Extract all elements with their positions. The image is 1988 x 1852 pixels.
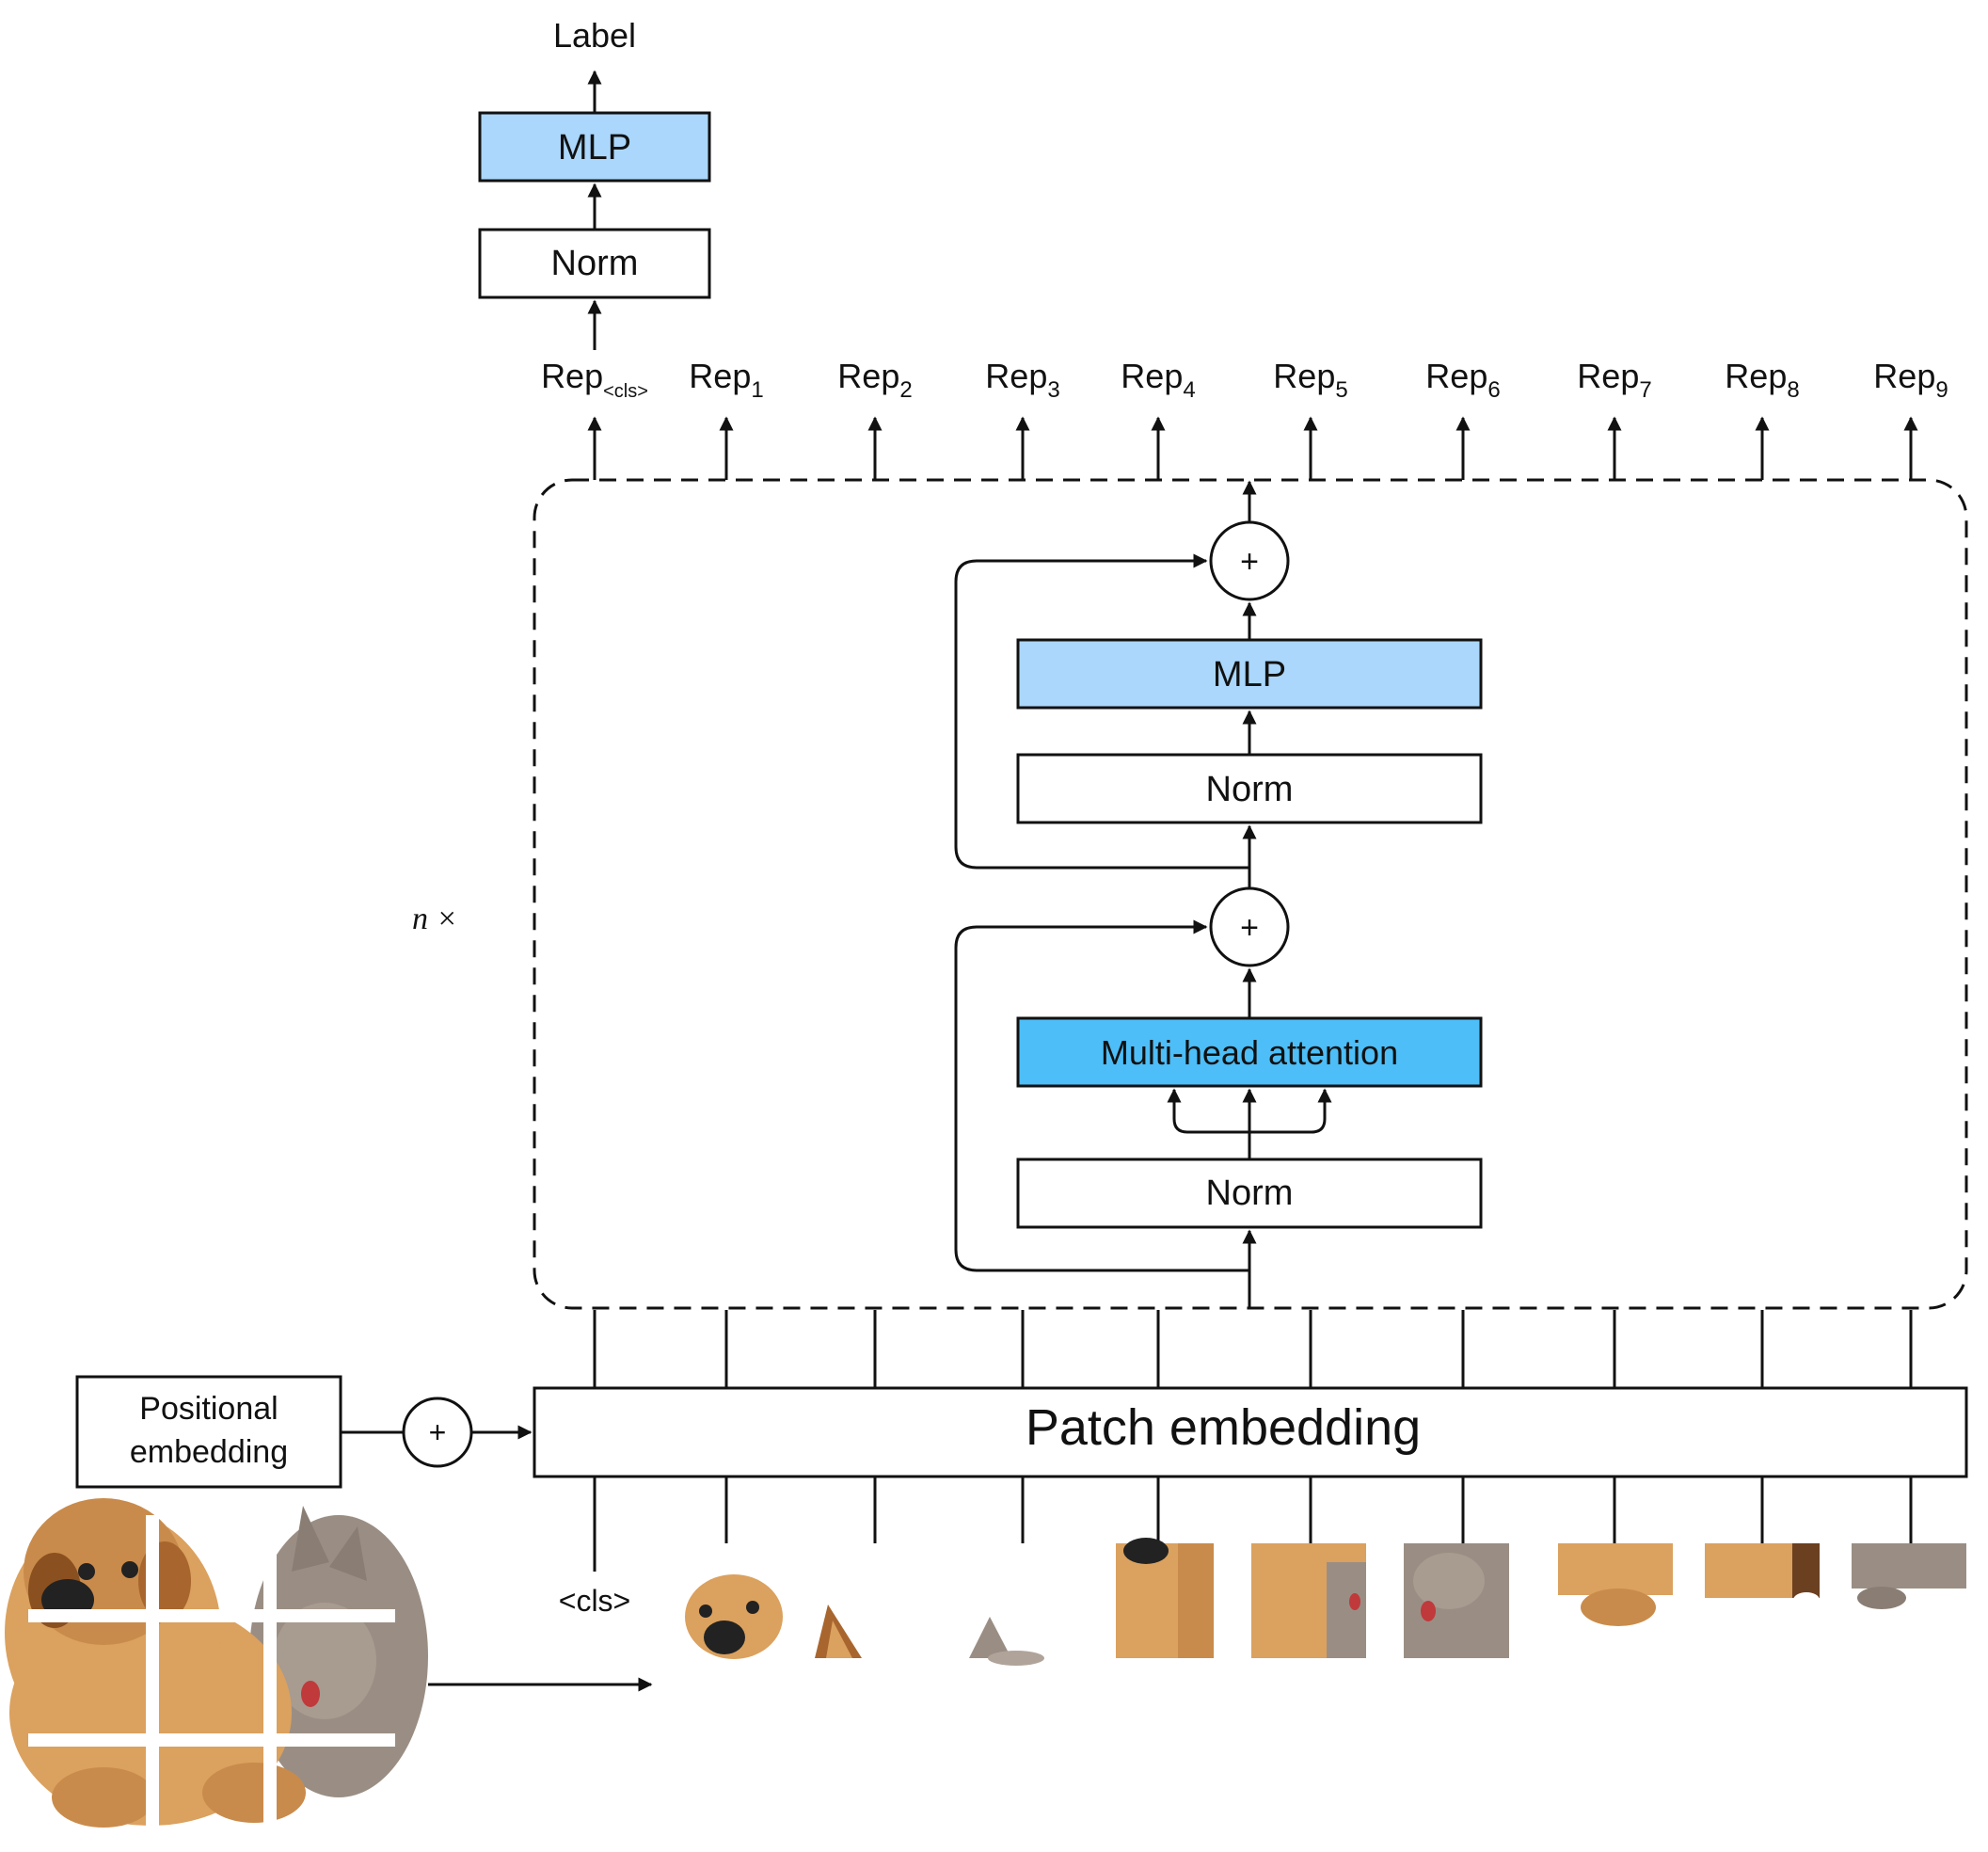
rep-label-0: Rep<cls> xyxy=(541,357,648,402)
positional-embedding-box xyxy=(75,1375,342,1489)
residual-add-bottom-plus: + xyxy=(1240,910,1259,946)
encoder-mlp-box xyxy=(1016,638,1483,710)
patch-tile-5 xyxy=(1251,1543,1366,1658)
source-image xyxy=(5,1498,428,1844)
residual-add-top-plus: + xyxy=(1240,544,1259,580)
attention-box xyxy=(1016,1016,1483,1088)
rep-label-2: Rep2 xyxy=(837,357,912,403)
patch-tile-9 xyxy=(1852,1543,1966,1609)
rep-label-8: Rep8 xyxy=(1725,357,1799,403)
attention-label: Multi-head attention xyxy=(1101,1033,1398,1072)
patch-connectors xyxy=(593,1310,1913,1572)
patch-tile-4 xyxy=(1116,1538,1214,1658)
encoder-norm-top-box xyxy=(1016,753,1483,824)
residual-add-top xyxy=(1209,520,1290,601)
rep-label-9: Rep9 xyxy=(1873,357,1948,403)
rep-labels: Rep<cls> Rep1 Rep2 Rep3 Rep4 Rep5 Rep6 Rep7 Rep8… xyxy=(541,357,1948,480)
encoder-mlp-label: MLP xyxy=(1213,655,1286,694)
head-norm-box xyxy=(478,228,711,299)
rep-label-6: Rep6 xyxy=(1425,357,1500,403)
rep-label-1: Rep1 xyxy=(689,357,763,403)
residual-add-bottom xyxy=(1209,886,1290,967)
rep-label-5: Rep5 xyxy=(1273,357,1347,403)
positional-embedding-line1: Positional xyxy=(139,1391,278,1427)
patch-tile-1 xyxy=(685,1574,783,1659)
positional-add-plus: + xyxy=(429,1415,447,1449)
patch-tile-3 xyxy=(969,1617,1044,1666)
encoder-norm-bottom-box xyxy=(1016,1158,1483,1229)
encoder-norm-top-label: Norm xyxy=(1206,770,1294,809)
patch-tile-6 xyxy=(1404,1543,1509,1658)
patch-embedding-box xyxy=(533,1386,1968,1478)
rep-label-4: Rep4 xyxy=(1121,357,1195,403)
rep-label-3: Rep3 xyxy=(985,357,1059,403)
patch-tiles xyxy=(685,1538,1966,1666)
label-text: Label xyxy=(553,16,636,55)
patch-tile-2 xyxy=(815,1605,862,1658)
head-mlp-box xyxy=(478,111,711,183)
cls-token-label: <cls> xyxy=(559,1584,630,1618)
head-norm-label: Norm xyxy=(551,244,639,283)
rep-label-7: Rep7 xyxy=(1577,357,1651,403)
patch-tile-7 xyxy=(1558,1543,1673,1626)
encoder-norm-bottom-label: Norm xyxy=(1206,1173,1294,1213)
positional-embedding-line2: embedding xyxy=(130,1434,288,1470)
head-mlp-label: MLP xyxy=(558,128,631,168)
patch-embedding-label: Patch embedding xyxy=(1026,1399,1421,1456)
patch-tile-8 xyxy=(1705,1543,1820,1607)
repeat-label: n × xyxy=(412,902,457,936)
